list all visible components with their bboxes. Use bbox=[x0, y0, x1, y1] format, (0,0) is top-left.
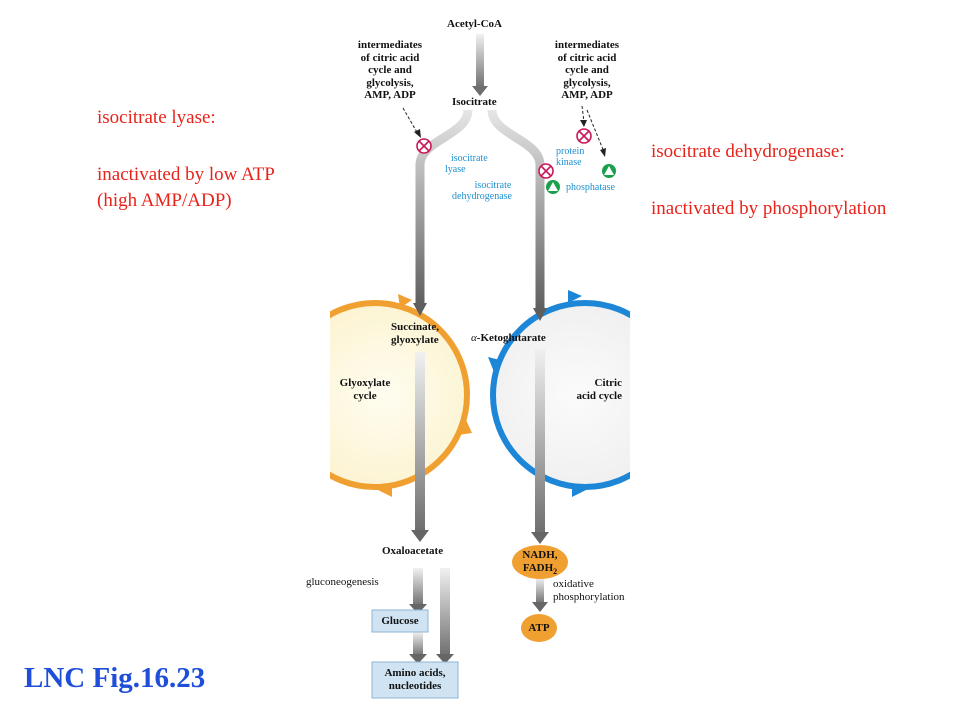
acetyl-coa-label: Acetyl-CoA bbox=[447, 18, 502, 30]
acetyl-arrowhead bbox=[472, 86, 488, 96]
right-note-line1: inactivated by phosphorylation bbox=[651, 198, 887, 219]
left-regulator-text: intermediates of citric acid cycle and g… bbox=[357, 39, 423, 101]
oxaloacetate-label: Oxaloacetate bbox=[382, 545, 444, 557]
dehydrogenase-arrowhead bbox=[533, 308, 547, 321]
isocitrate-lyase-label: isocitrate lyase bbox=[445, 153, 488, 175]
inhibit-dehydrogenase-icon bbox=[538, 163, 554, 179]
left-regulator-arrow bbox=[402, 107, 419, 135]
glucose-to-amino-shaft bbox=[413, 632, 423, 656]
phosphatase-regulator-arrow bbox=[586, 109, 605, 153]
atp-label: ATP bbox=[528, 622, 550, 634]
amino-box bbox=[371, 661, 459, 699]
left-note-line2: (high AMP/ADP) bbox=[97, 190, 232, 211]
lyase-arrowhead bbox=[413, 303, 427, 316]
amino-shaft-right bbox=[440, 568, 450, 656]
glyoxylate-cycle-arc bbox=[330, 300, 470, 490]
amino-arrowhead-left bbox=[409, 654, 427, 664]
left-note-line1: inactivated by low ATP bbox=[97, 164, 275, 185]
glyoxylate-down-shaft bbox=[415, 352, 425, 532]
citric-arrowhead-bottom bbox=[572, 484, 586, 497]
isocitrate-label: Isocitrate bbox=[452, 96, 497, 108]
right-regulator-text: intermediates of citric acid cycle and g… bbox=[554, 39, 620, 101]
nadh-ellipse bbox=[512, 545, 568, 579]
activate-phosphatase-icon bbox=[602, 164, 616, 178]
glucose-label: Glucose bbox=[381, 615, 419, 627]
citric-arrowhead-top bbox=[568, 290, 582, 303]
glyoxylate-arrowhead-top bbox=[398, 294, 412, 308]
nadh-fadh2-label: NADH, FADH2 bbox=[522, 549, 558, 577]
lyase-branch bbox=[415, 109, 473, 305]
glyoxylate-cycle-label: Glyoxylate cycle bbox=[339, 377, 391, 402]
succinate-glyoxylate-label: Succinate, glyoxylate bbox=[391, 321, 439, 346]
dehydrogenase-branch bbox=[487, 109, 545, 310]
inhibit-lyase-icon bbox=[416, 138, 432, 154]
citric-cycle-label: Citric acid cycle bbox=[576, 377, 622, 402]
glucose-box bbox=[371, 609, 429, 633]
figure-caption: LNC Fig.16.23 bbox=[24, 662, 206, 694]
glyoxylate-arrowhead-right bbox=[458, 420, 472, 435]
glyoxylate-cycle-fill bbox=[330, 303, 467, 487]
nadh-arrowhead bbox=[531, 532, 549, 544]
acetyl-arrow-shaft bbox=[476, 34, 484, 88]
citric-cycle-fill bbox=[493, 303, 630, 487]
gluconeogenesis-label: gluconeogenesis bbox=[306, 576, 379, 588]
glucose-shaft bbox=[413, 568, 423, 606]
left-note-title: isocitrate lyase: bbox=[97, 107, 216, 128]
isocitrate-dehydrogenase-label: isocitrate dehydrogenase bbox=[452, 180, 512, 202]
citric-arrowhead-left bbox=[488, 357, 500, 372]
glucose-arrowhead bbox=[409, 604, 427, 614]
atp-arrowhead bbox=[532, 602, 548, 612]
inhibit-kinase-icon bbox=[576, 128, 592, 144]
glyoxylate-arrowhead-bottom bbox=[378, 484, 392, 497]
amino-acids-label: Amino acids, nucleotides bbox=[384, 667, 446, 692]
kinase-regulator-arrow bbox=[581, 105, 585, 123]
ketoglutarate-label: α-Ketoglutarate bbox=[471, 332, 546, 344]
citric-cycle-arc bbox=[490, 300, 630, 490]
protein-kinase-label: protein kinase bbox=[556, 146, 585, 168]
phosphatase-label: phosphatase bbox=[566, 182, 615, 193]
atp-ellipse bbox=[521, 614, 557, 642]
activate-dehydrogenase-icon bbox=[546, 180, 560, 194]
right-note-title: isocitrate dehydrogenase: bbox=[651, 141, 845, 162]
oxidative-phosphorylation-label: oxidative phosphorylation bbox=[553, 578, 625, 603]
atp-shaft bbox=[536, 578, 544, 604]
oxaloacetate-arrowhead bbox=[411, 530, 429, 542]
citric-down-shaft bbox=[535, 348, 545, 534]
amino-arrowhead-right bbox=[436, 654, 454, 664]
